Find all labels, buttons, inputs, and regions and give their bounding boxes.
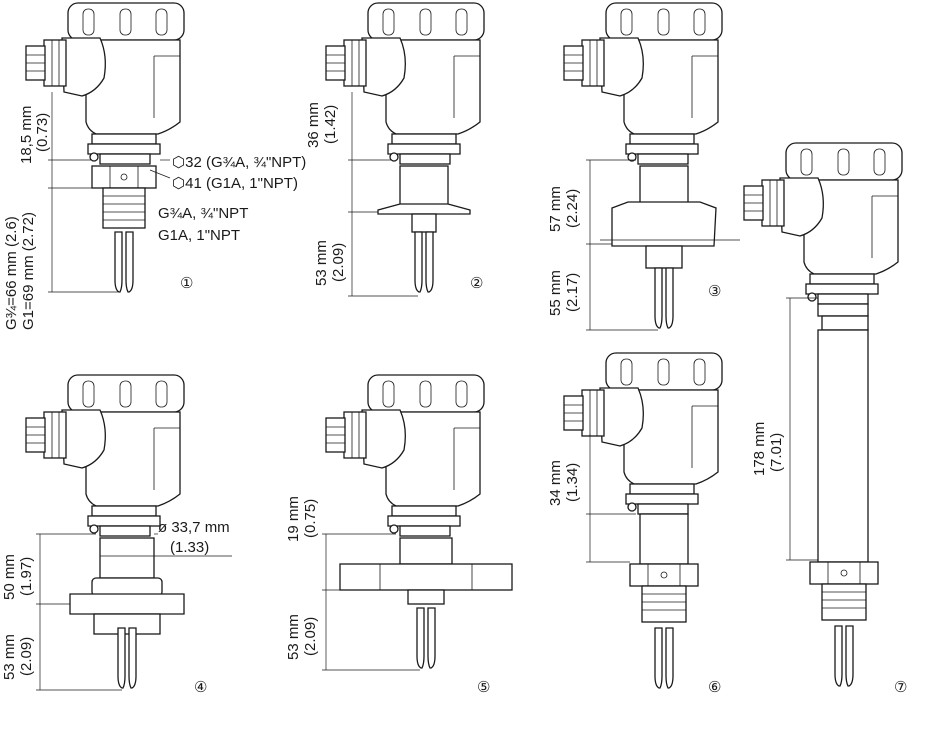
variant-5: 19 mm (0.75) 53 mm (2.09) ⑤: [285, 374, 513, 696]
dim-1b-text: G¾=66 mm (2.6): [3, 216, 20, 330]
thread-spec-1: G¾A, ¾"NPT: [158, 205, 248, 222]
collar: [91, 577, 163, 597]
dim-5b-sub: (2.09): [302, 617, 319, 656]
dim-4a-text: 50 mm: [1, 554, 18, 600]
dim-4b-sub: (2.09): [18, 637, 35, 676]
variant-number-3: ③: [708, 283, 721, 300]
adapter-sleeve: [611, 201, 717, 247]
wrench-size-2: ⬡41 (G1A, 1"NPT): [172, 175, 298, 192]
dim-2b-sub: (2.09): [330, 243, 347, 282]
variant-4: 50 mm (1.97) 53 mm (2.09) ø 33,7 mm (1.3…: [1, 374, 232, 696]
hex-nut: [809, 561, 879, 585]
variant-3: 57 mm (2.24) 55 mm (2.17) ③: [547, 2, 740, 331]
dim-5a-sub: (0.75): [302, 499, 319, 538]
flange-plate: [339, 563, 513, 591]
dim-2a-text: 36 mm: [305, 102, 322, 148]
variant-number-2: ②: [470, 275, 483, 292]
dim-5a-text: 19 mm: [285, 496, 302, 542]
variant-number-5: ⑤: [477, 679, 490, 696]
dim-1a-text: 18,5 mm: [18, 106, 35, 164]
dim-4a-sub: (1.97): [18, 557, 35, 596]
dim-7a-sub: (7.01): [768, 433, 785, 472]
variant-number-7: ⑦: [894, 679, 907, 696]
dim-7a-text: 178 mm: [751, 422, 768, 476]
dim-6a-text: 34 mm: [547, 460, 564, 506]
dim-6a-sub: (1.34): [564, 463, 581, 502]
thread-spec-2: G1A, 1"NPT: [158, 227, 240, 244]
extension-tube: [817, 329, 869, 563]
variant-7: 178 mm (7.01) ⑦: [743, 142, 907, 696]
variant-number-4: ④: [194, 679, 207, 696]
dim-3b-sub: (2.17): [564, 273, 581, 312]
clamp-flange: [377, 203, 471, 215]
diameter-sub: (1.33): [170, 539, 209, 556]
variant-2: 36 mm (1.42) 53 mm (2.09) ②: [305, 2, 485, 297]
dim-3a-text: 57 mm: [547, 186, 564, 232]
variant-number-6: ⑥: [708, 679, 721, 696]
dim-3b-text: 55 mm: [547, 270, 564, 316]
variant-1: 18,5 mm (0.73) G¾=66 mm (2.6) G1=69 mm (…: [3, 2, 306, 330]
dim-2b-text: 53 mm: [313, 240, 330, 286]
dim-1a-sub: (0.73): [34, 113, 51, 152]
hex-nut: [629, 563, 699, 587]
hex-nut: [91, 165, 157, 189]
thread-section: [102, 187, 146, 229]
variant-6: 34 mm (1.34) ⑥: [547, 352, 723, 696]
diameter-text: ø 33,7 mm: [158, 519, 230, 536]
dim-1b-sub: G1=69 mm (2.72): [20, 212, 37, 330]
variant-number-1: ①: [180, 275, 193, 292]
wrench-size-1: ⬡32 (G¾A, ¾"NPT): [172, 154, 306, 171]
dim-5b-text: 53 mm: [285, 614, 302, 660]
dim-4b-text: 53 mm: [1, 634, 18, 680]
dim-2a-sub: (1.42): [322, 105, 339, 144]
dim-3a-sub: (2.24): [564, 189, 581, 228]
